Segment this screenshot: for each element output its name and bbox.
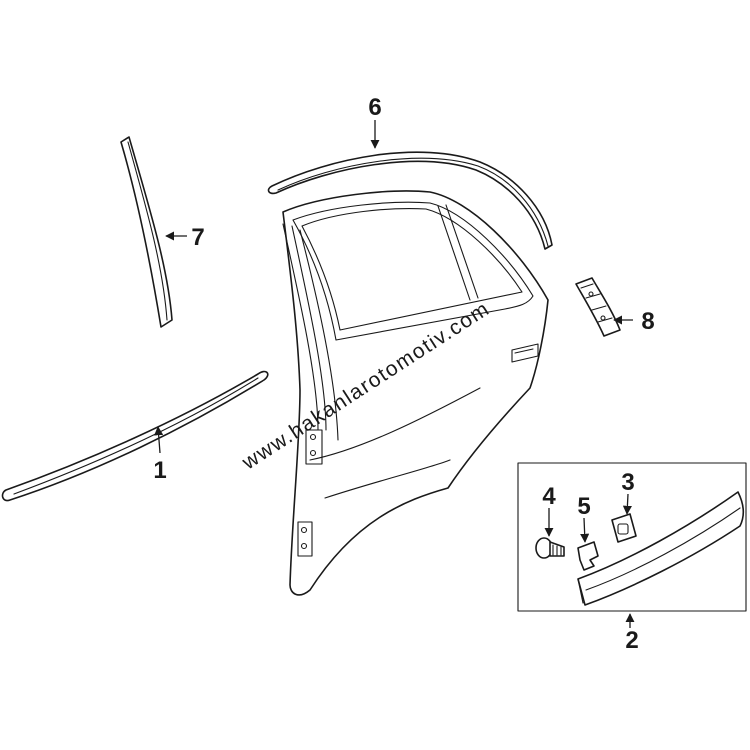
- callout-3: 3: [621, 469, 634, 496]
- leader-lines: [154, 120, 635, 628]
- sash-molding-part: [267, 151, 553, 250]
- callout-1: 1: [153, 457, 166, 484]
- screw-part: [535, 537, 565, 559]
- callout-7: 7: [191, 224, 204, 251]
- callout-5: 5: [577, 493, 590, 520]
- callout-2: 2: [625, 627, 638, 654]
- fastener-part: [577, 541, 599, 571]
- callout-8: 8: [641, 308, 654, 335]
- callout-labels: 1 2 3 4 5 6 7 8: [153, 94, 654, 654]
- belt-molding-part: [1, 370, 269, 502]
- callout-6: 6: [368, 94, 381, 121]
- bracket-part: [575, 277, 621, 337]
- rear-door-part: [282, 190, 549, 596]
- molding-kit-detail: [517, 462, 747, 612]
- pillar-garnish-part: [120, 136, 173, 328]
- clip-part: [611, 513, 637, 543]
- callout-4: 4: [542, 483, 556, 510]
- side-molding-part: [577, 491, 744, 606]
